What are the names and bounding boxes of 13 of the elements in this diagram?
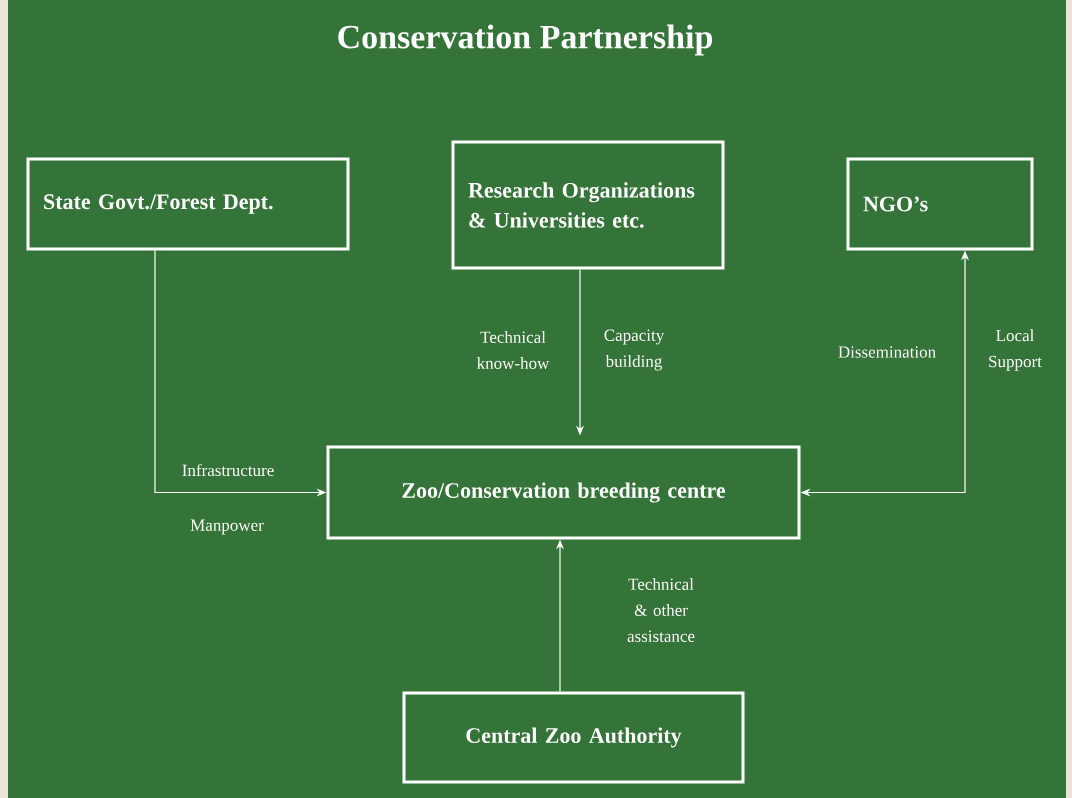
title: Conservation Partnership (338, 24, 713, 56)
organization-box: Zoo/Conservation breeding centre (326, 445, 801, 540)
flow-label: Dissemination (838, 346, 936, 358)
organization-box: State Govt./Forest Dept. (26, 157, 350, 251)
organization-box: Central Zoo Authority (402, 691, 745, 784)
organization-box: NGO’s (846, 157, 1034, 251)
flow-label: Capacity building (604, 329, 665, 371)
edge-label: Technical & other assistance (627, 578, 695, 642)
flow-label: Manpower (190, 519, 264, 535)
edge-label: Local Support (989, 329, 1042, 371)
edge-label: Infrastructure (182, 463, 274, 477)
edge-label: Technical know-how (477, 331, 550, 369)
organization-box: Research Organizations & Universities etc. (451, 140, 725, 270)
